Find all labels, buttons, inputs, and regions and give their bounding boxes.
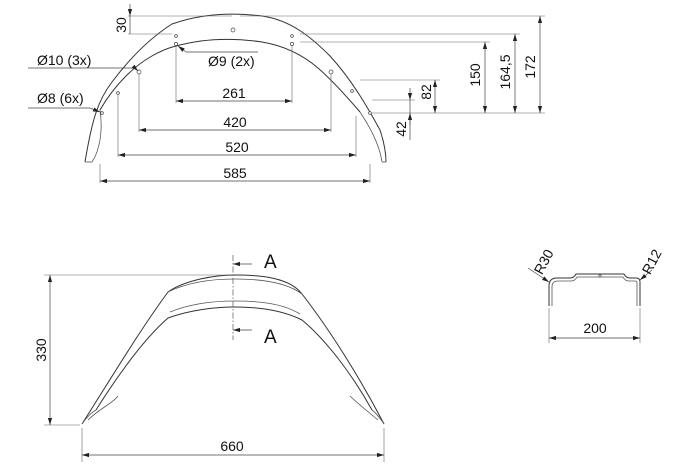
fender-top-flange <box>91 109 383 163</box>
dim-label-200: 200 <box>583 320 607 336</box>
dim-label-172: 172 <box>522 55 538 79</box>
dim-label-164: 164,5 <box>497 54 513 89</box>
radius-label-r12: R12 <box>638 246 664 276</box>
section-profile <box>548 273 641 306</box>
section-profile-inner <box>551 276 638 306</box>
top-view: 261 420 520 585 30 42 82 150 164,5 172 Ø… <box>28 4 545 184</box>
section-mark-a-bottom: A <box>264 327 277 348</box>
hole-o10-1 <box>230 27 236 33</box>
dim-label-30: 30 <box>113 17 129 33</box>
hole-o8-4 <box>350 89 354 93</box>
hole-o9-1 <box>174 42 178 46</box>
side-view: A A 660 330 <box>33 252 385 462</box>
dim-label-42: 42 <box>393 121 409 137</box>
dim-label-520: 520 <box>225 139 249 155</box>
dim-label-150: 150 <box>467 63 483 87</box>
dim-label-261: 261 <box>222 85 246 101</box>
hole-o8-3 <box>116 91 120 95</box>
vertical-dimensions <box>127 4 545 140</box>
dim-label-420: 420 <box>223 114 247 130</box>
hole-o8-6 <box>368 111 372 115</box>
dim-label-585: 585 <box>223 165 247 181</box>
section-view: R30 R12 200 <box>527 246 665 343</box>
fender-side-inner <box>95 306 373 411</box>
section-mark-a-top: A <box>264 252 277 273</box>
horizontal-dimensions <box>99 46 371 184</box>
hole-o8-2 <box>290 34 294 38</box>
hole-o8-5 <box>100 111 104 115</box>
radius-label-r30: R30 <box>530 246 556 276</box>
dim-label-660: 660 <box>220 438 244 454</box>
callout-hole9: Ø9 (2x) <box>208 53 255 69</box>
hole-o9-2 <box>290 42 294 46</box>
dim-label-82: 82 <box>418 84 434 100</box>
fender-side-outer <box>81 274 385 425</box>
dim-label-330: 330 <box>33 338 49 362</box>
fender-top-inner-contour <box>99 38 361 113</box>
section-hole <box>598 274 602 278</box>
callout-hole8: Ø8 (6x) <box>37 90 84 106</box>
fender-side-top-rib <box>167 278 303 295</box>
callout-hole10: Ø10 (3x) <box>37 52 91 68</box>
fender-side-inner-2 <box>169 300 301 315</box>
hole-o8-1 <box>174 34 178 38</box>
fender-side-edge-right <box>349 395 385 425</box>
hole-o10-3 <box>328 69 334 75</box>
fender-side-edge-left <box>81 395 119 425</box>
callout-leaders <box>28 45 258 113</box>
